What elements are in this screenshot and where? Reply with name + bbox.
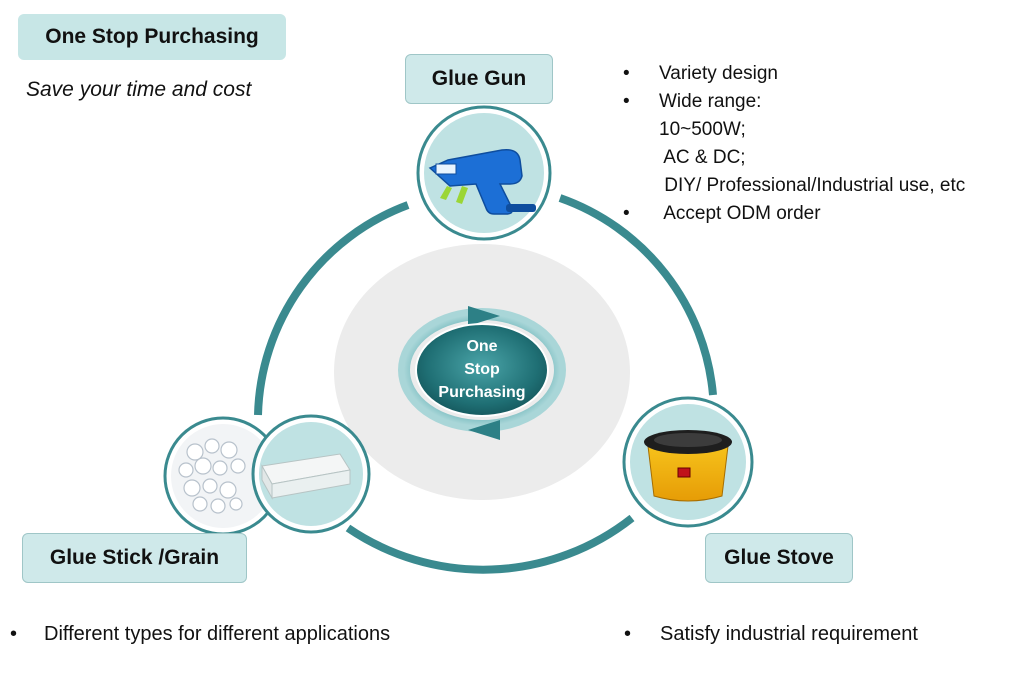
ring-arc-bottom — [345, 514, 635, 574]
glue-stove-label-box: Glue Stove — [705, 533, 853, 583]
cycle-ring — [254, 194, 717, 574]
glue-stove-label: Glue Stove — [724, 546, 834, 569]
glue-gun-node — [416, 105, 552, 241]
glue-stove-icon — [644, 430, 732, 502]
subtitle: Save your time and cost — [26, 78, 252, 101]
center-line-2: Stop — [464, 361, 500, 378]
bullet-icon: • — [623, 63, 630, 84]
bullet-icon: • — [10, 623, 18, 645]
glue-stove-bullets: •Satisfy industrial requirement — [624, 620, 918, 648]
bullet-continuation: DIY/ Professional/Industrial use, etc — [659, 175, 966, 196]
glue-stick-bullets: •Different types for different applicati… — [10, 620, 390, 648]
arrow-bottom-icon — [468, 420, 500, 440]
bullet-icon: • — [623, 203, 630, 224]
center-line-1: One — [466, 338, 497, 355]
bullet-item: • Accept ODM order — [623, 200, 965, 228]
bullet-item: •Satisfy industrial requirement — [624, 620, 918, 648]
bullet-icon: • — [624, 623, 632, 645]
glue-gun-bullets: •Variety design •Wide range: 10~500W; AC… — [623, 60, 965, 228]
bullet-continuation: 10~500W; — [659, 119, 746, 140]
glue-stick-label: Glue Stick /Grain — [49, 546, 220, 569]
glue-grain-icon — [178, 438, 246, 514]
bullet-icon: • — [623, 91, 630, 112]
center-emblem: One Stop Purchasing — [398, 306, 566, 440]
bullet-item: •Variety design — [623, 60, 965, 88]
glue-gun-label: Glue Gun — [431, 67, 527, 90]
bullet-item: •Different types for different applicati… — [10, 620, 390, 648]
glue-stick-label-box: Glue Stick /Grain — [22, 533, 247, 583]
glue-gun-label-box: Glue Gun — [405, 54, 553, 104]
title-box: One Stop Purchasing — [18, 14, 286, 60]
bullet-continuation: AC & DC; — [659, 147, 746, 168]
bullet-item: •Wide range: — [623, 88, 965, 116]
glue-stove-node — [622, 396, 754, 528]
ring-arc-right — [558, 194, 717, 396]
glue-stick-node — [251, 414, 371, 534]
glue-gun-icon — [428, 148, 536, 215]
glue-stick-icon — [261, 453, 351, 500]
page-title: One Stop Purchasing — [45, 25, 259, 48]
arrow-top-icon — [468, 306, 500, 326]
center-line-3: Purchasing — [438, 384, 525, 401]
ring-arc-left — [254, 201, 410, 416]
